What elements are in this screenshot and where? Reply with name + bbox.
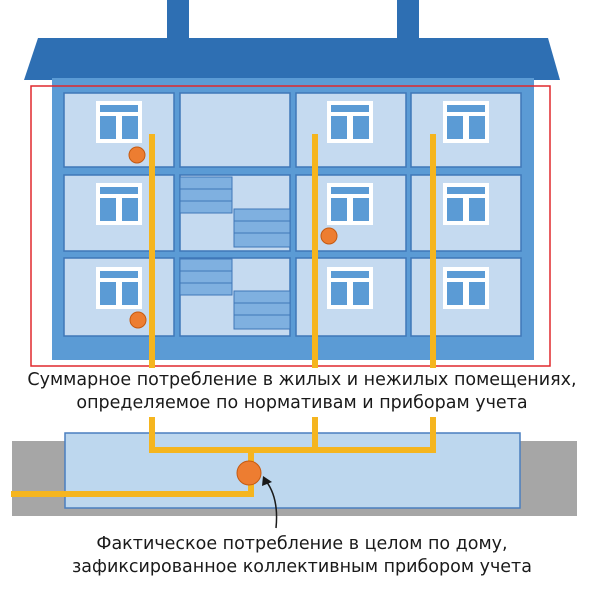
pointer-arrow bbox=[262, 476, 278, 529]
apartments-highlight-frame bbox=[30, 85, 551, 367]
apartments-consumption-caption: Суммарное потребление в жилых и нежилых … bbox=[0, 369, 604, 415]
apartment-meter bbox=[129, 311, 147, 329]
roof bbox=[24, 38, 560, 80]
pipes bbox=[11, 134, 436, 497]
apartment-meters bbox=[128, 146, 338, 329]
caption-line: зафиксированное коллективным прибором уч… bbox=[72, 557, 532, 577]
house-consumption-caption: Фактическое потребление в целом по дому,… bbox=[0, 533, 604, 579]
apartment-meter bbox=[128, 146, 146, 164]
caption-line: определяемое по нормативам и приборам уч… bbox=[76, 393, 528, 413]
chimney-right bbox=[397, 0, 419, 42]
collective-meter bbox=[236, 460, 262, 486]
staircase bbox=[179, 176, 291, 330]
caption-line: Суммарное потребление в жилых и нежилых … bbox=[27, 370, 577, 390]
chimney-left bbox=[167, 0, 189, 42]
apartment-meter bbox=[320, 227, 338, 245]
caption-line: Фактическое потребление в целом по дому, bbox=[96, 534, 508, 554]
